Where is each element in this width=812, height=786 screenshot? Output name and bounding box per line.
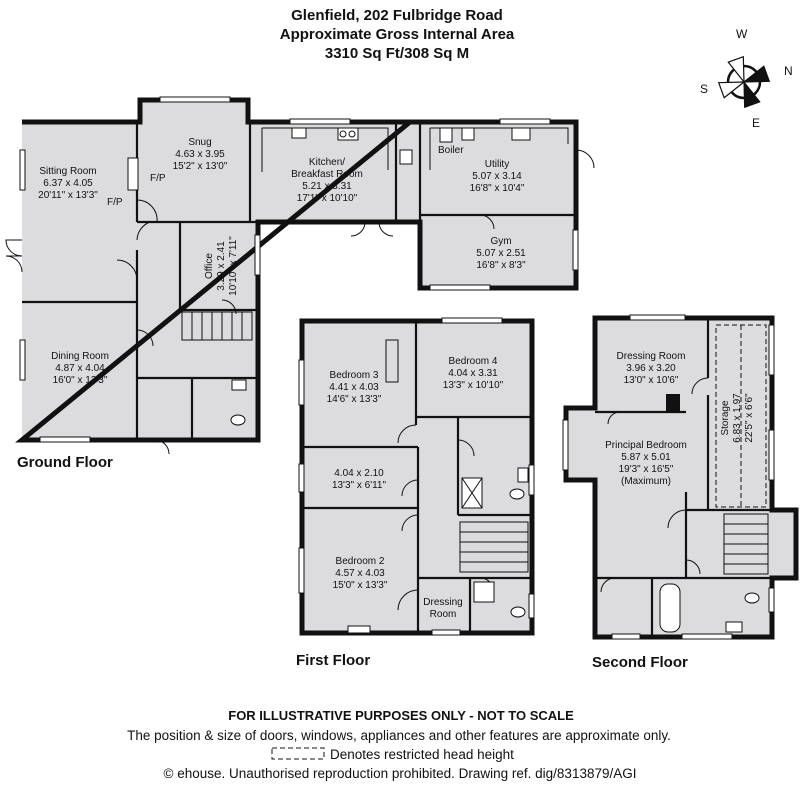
sitting-fireplace-label: F/P [107,197,123,208]
snug-metric: 4.63 x 3.95 [175,149,225,160]
bedroom-2-imperial: 15'0" x 13'3" [333,580,388,591]
dressing-room-2-name: Dressing Room [617,351,686,362]
gym-metric: 5.07 x 2.51 [476,248,526,259]
dining-room-imperial: 16'0" x 13'3" [53,375,108,386]
property-title: Glenfield, 202 Fulbridge Road [291,7,503,24]
dining-room-metric: 4.87 x 4.04 [55,363,105,374]
snug-fireplace-label: F/P [150,173,166,184]
office-imperial: 10'10" x 7'11" [228,236,239,296]
compass-e: E [752,116,760,130]
snug-imperial: 15'2" x 13'0" [173,161,228,172]
bedroom-4-name: Bedroom 4 [449,356,498,367]
approximation-note: The position & size of doors, windows, a… [127,728,671,743]
kitchen-imperial: 17'1" x 10'10" [297,193,358,204]
sitting-room-name: Sitting Room [39,166,96,177]
gym-name: Gym [490,236,511,247]
area-label: Approximate Gross Internal Area [280,26,515,43]
bedroom-2-name: Bedroom 2 [336,556,385,567]
bedroom-3-metric: 4.41 x 4.03 [329,382,379,393]
bedroom-2-metric: 4.57 x 4.03 [335,568,385,579]
compass-s: S [700,82,708,96]
small-bedroom-imperial: 13'3" x 6'11" [332,480,387,491]
principal-bedroom-imperial: 19'3" x 16'5" [619,464,674,475]
dining-room-name: Dining Room [51,351,109,362]
storage-imperial: 22'5" x 6'6" [744,393,755,443]
bedroom-4-metric: 4.04 x 3.31 [448,368,498,379]
principal-bedroom-name: Principal Bedroom [605,440,687,451]
header: Glenfield, 202 Fulbridge Road Approximat… [280,7,515,62]
dressing-room-2-metric: 3.96 x 3.20 [626,363,676,374]
second-floor-label: Second Floor [592,654,688,671]
dressing-room-2-imperial: 13'0" x 10'6" [624,375,679,386]
bedroom-4-imperial: 13'3" x 10'10" [443,380,504,391]
dressing-room-1-name-1: Dressing [423,597,462,608]
principal-bedroom-metric: 5.87 x 5.01 [621,452,671,463]
utility-imperial: 16'8" x 10'4" [470,183,525,194]
first-floor-plan: Bedroom 3 4.41 x 4.03 14'6" x 13'3" Bedr… [298,317,535,636]
first-floor-label: First Floor [296,652,370,669]
gym-imperial: 16'8" x 8'3" [476,260,526,271]
office-name: Office [204,253,215,279]
office-metric: 3.29 x 2.41 [216,241,227,291]
restricted-height-legend-icon [271,747,325,760]
utility-metric: 5.07 x 3.14 [472,171,522,182]
dressing-room-1-name-2: Room [430,609,457,620]
kitchen-name-2: Breakfast Room [291,169,363,180]
ground-floor-label: Ground Floor [17,454,113,471]
utility-name: Utility [485,159,509,170]
disclaimer: FOR ILLUSTRATIVE PURPOSES ONLY - NOT TO … [228,708,574,723]
bedroom-3-imperial: 14'6" x 13'3" [327,394,382,405]
legend-text: Denotes restricted head height [330,747,514,762]
kitchen-metric: 5.21 x 3.31 [302,181,352,192]
small-bedroom-metric: 4.04 x 2.10 [334,468,384,479]
second-floor-plan: Dressing Room 3.96 x 3.20 13'0" x 10'6" … [562,314,799,640]
principal-bedroom-note: (Maximum) [621,476,671,487]
copyright: © ehouse. Unauthorised reproduction proh… [164,766,637,781]
compass-icon: W N E S [700,27,793,130]
compass-n: N [784,64,793,78]
storage-name: Storage [720,400,731,435]
boiler-label: Boiler [438,145,464,156]
storage-metric: 6.83 x 1.97 [732,393,743,443]
kitchen-name-1: Kitchen/ [309,157,345,168]
sitting-room-metric: 6.37 x 4.05 [43,178,93,189]
bedroom-3-name: Bedroom 3 [330,370,379,381]
snug-name: Snug [188,137,211,148]
ground-floor-plan: Sitting Room 6.37 x 4.05 20'11" x 13'3" … [5,96,595,455]
sitting-room-imperial: 20'11" x 13'3" [38,190,98,201]
area-value: 3310 Sq Ft/308 Sq M [325,45,469,62]
footer: FOR ILLUSTRATIVE PURPOSES ONLY - NOT TO … [127,708,671,781]
compass-w: W [736,27,748,41]
